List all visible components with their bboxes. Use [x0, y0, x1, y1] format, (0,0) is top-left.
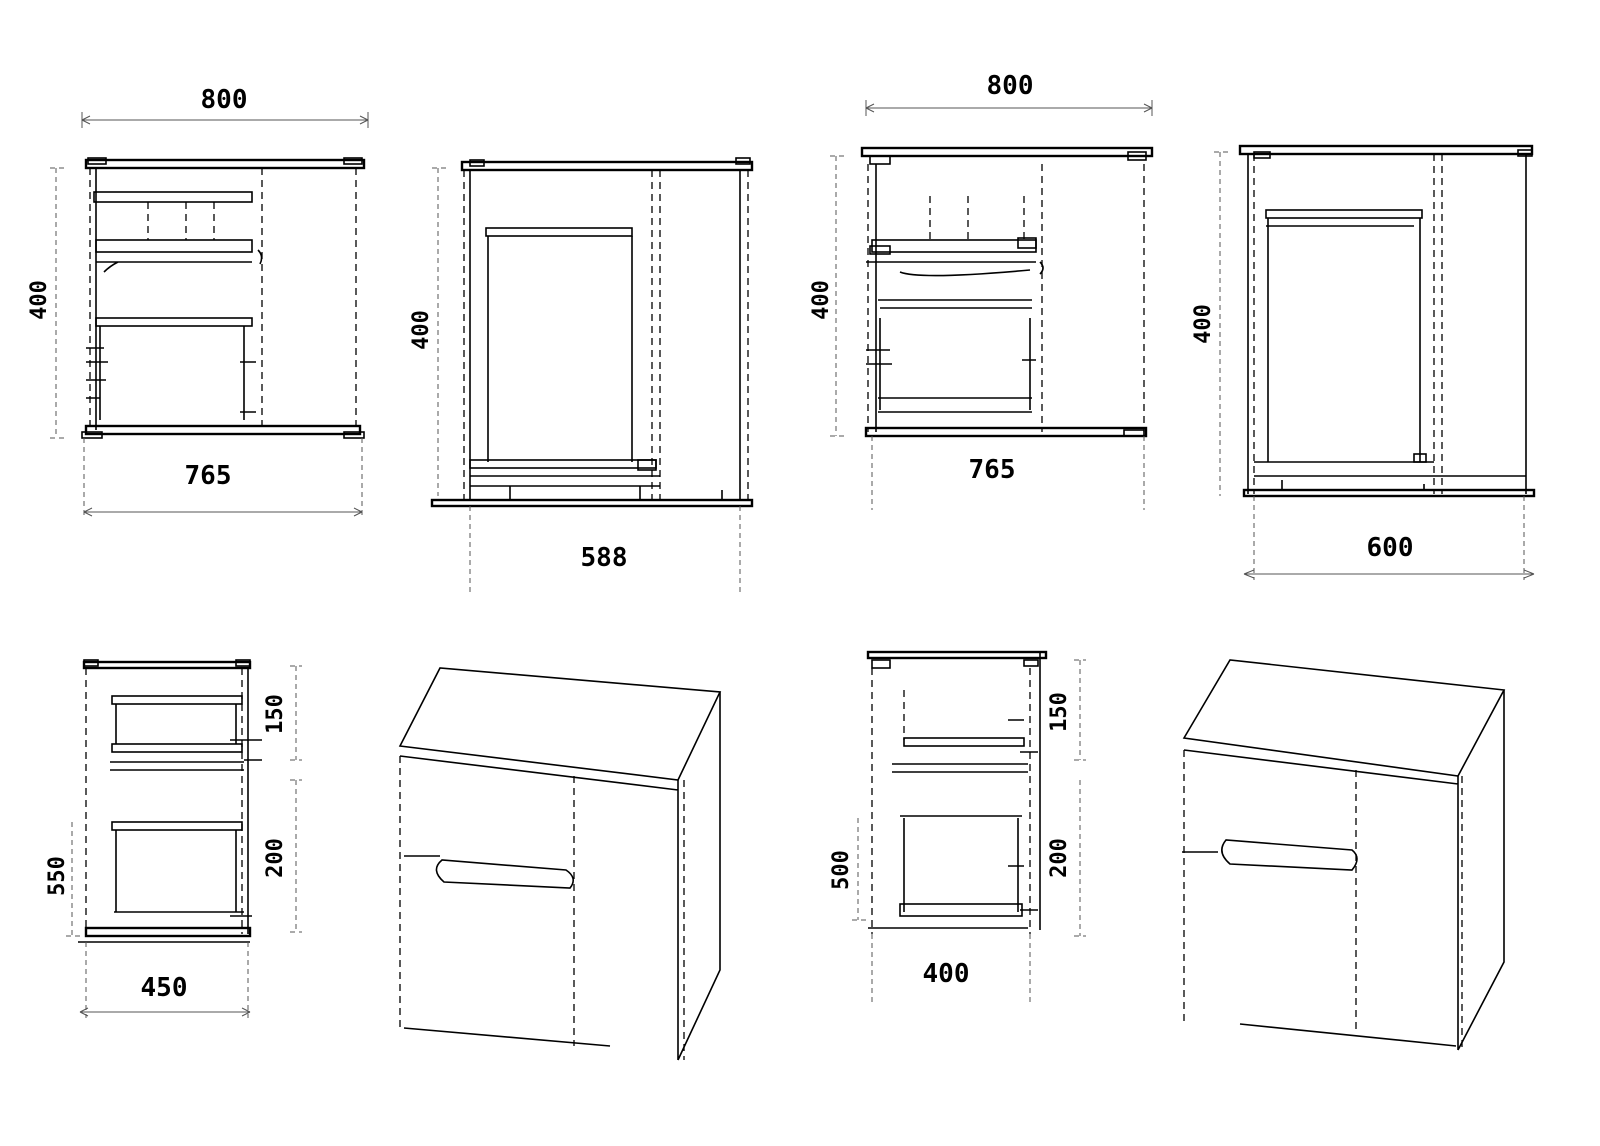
- dim-height: 400: [809, 280, 834, 320]
- view-2-side-elevation: 400 588: [409, 157, 754, 596]
- dim-bottom-width: 765: [185, 461, 232, 491]
- dim-height: 400: [1191, 304, 1216, 344]
- view-1-front-elevation: 800 400 765: [27, 85, 369, 518]
- view-7-front-elevation: 150 200 500 400: [829, 650, 1086, 1006]
- dim-bottom-width: 588: [581, 543, 628, 573]
- dim-bottom-width: 400: [923, 959, 970, 989]
- dim-lower-drawer: 200: [263, 838, 288, 878]
- dim-upper-drawer: 150: [263, 694, 288, 734]
- dim-left-height: 500: [829, 850, 854, 890]
- dim-bottom-width: 600: [1367, 533, 1414, 563]
- view-6-isometric: [398, 667, 722, 1061]
- dim-height: 400: [409, 310, 434, 350]
- dim-upper-drawer: 150: [1047, 692, 1072, 732]
- view-3-front-elevation: 800 400 765: [809, 71, 1154, 510]
- dim-lower-drawer: 200: [1047, 838, 1072, 878]
- view-4-side-elevation: 400 600: [1191, 144, 1536, 580]
- dim-bottom-width: 450: [141, 973, 188, 1003]
- dim-left-height: 550: [45, 856, 70, 896]
- dim-top-width: 800: [201, 85, 248, 115]
- dim-height: 400: [27, 280, 52, 320]
- dim-top-width: 800: [987, 71, 1034, 101]
- dim-bottom-width: 765: [969, 455, 1016, 485]
- view-5-front-elevation: 150 200 550 450: [45, 659, 302, 1018]
- view-8-isometric: [1182, 659, 1506, 1051]
